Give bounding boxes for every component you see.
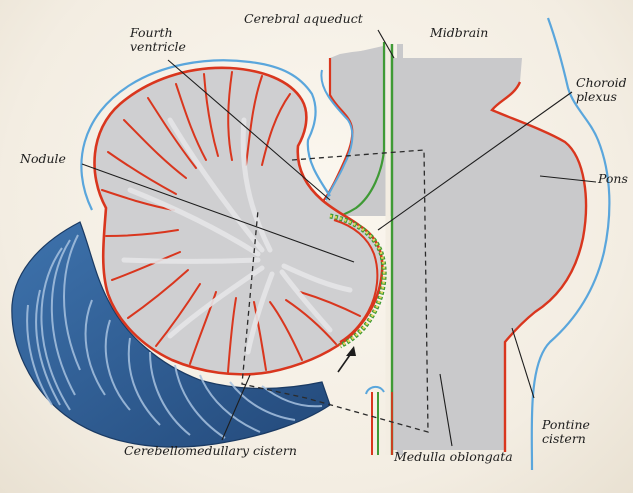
label-fourth-ventricle: Fourth ventricle bbox=[130, 26, 186, 54]
label-midbrain: Midbrain bbox=[430, 26, 488, 40]
label-cerebellomedullary-cistern: Cerebellomedullary cistern bbox=[124, 444, 297, 458]
label-pontine-cistern: Pontine cistern bbox=[542, 418, 590, 446]
label-nodule: Nodule bbox=[20, 152, 66, 166]
label-cerebral-aqueduct: Cerebral aqueduct bbox=[244, 12, 363, 26]
label-medulla-oblongata: Medulla oblongata bbox=[394, 450, 513, 464]
label-pons: Pons bbox=[598, 172, 628, 186]
flow-arrow bbox=[338, 346, 356, 372]
label-choroid-plexus: Choroid plexus bbox=[576, 76, 627, 104]
